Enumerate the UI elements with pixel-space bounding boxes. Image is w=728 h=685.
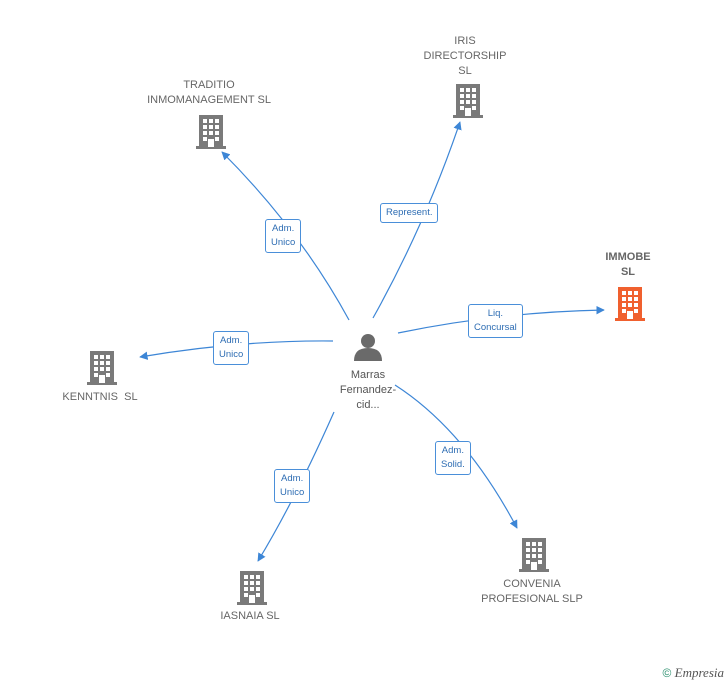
relation-label-line: Unico [280,487,305,498]
company-label-line: PROFESIONAL SLP [481,593,583,605]
relation-label-line: Adm. [220,335,243,346]
relation-label-line: Adm. [272,223,295,234]
company-label-traditio[interactable]: TRADITIO INMOMANAGEMENT SL [134,78,284,108]
relation-label-iris: Represent. [380,203,439,223]
person-icon[interactable] [354,334,382,361]
building-icon-kenntnis[interactable] [87,351,117,385]
building-icon-convenia[interactable] [519,538,549,572]
company-label-immobe[interactable]: IMMOBE SL [588,250,668,280]
company-label-line: IASNAIA SL [220,610,280,622]
relation-label-iasnaia: Adm. Unico [274,469,311,503]
building-icon-immobe[interactable] [615,287,645,321]
person-name-line: cid... [356,399,380,411]
relation-label-immobe: Liq. Concursal [468,304,523,338]
brand-logo-text: Empresia [674,665,724,680]
person-name-line: Marras [350,369,386,381]
relation-label-line: Adm. [281,473,304,484]
company-label-iris[interactable]: IRIS DIRECTORSHIP SL [405,34,525,79]
company-label-line: SL [458,65,472,77]
relation-label-line: Represent. [386,207,433,218]
company-label-kenntnis[interactable]: KENNTNIS SL [40,390,160,405]
relation-label-line: Unico [271,237,296,248]
relation-label-traditio: Adm. Unico [265,219,302,253]
relation-label-kenntnis: Adm. Unico [213,331,250,365]
company-label-line: DIRECTORSHIP [423,50,507,62]
building-icon-iasnaia[interactable] [237,571,267,605]
relation-label-line: Solid. [441,459,465,470]
company-label-line: IRIS [454,35,476,47]
company-label-line: TRADITIO [183,79,235,91]
relation-label-line: Liq. [487,308,504,319]
company-label-line: CONVENIA [503,578,561,590]
company-label-line: SL [620,266,636,278]
building-icon-traditio[interactable] [196,115,226,149]
company-label-iasnaia[interactable]: IASNAIA SL [200,609,300,624]
company-label-line: INMOMANAGEMENT SL [147,94,271,106]
company-label-convenia[interactable]: CONVENIA PROFESIONAL SLP [462,577,602,607]
relation-label-convenia: Adm. Solid. [435,441,471,475]
building-icon-iris[interactable] [453,84,483,118]
footer-brand[interactable]: © Empresia [662,665,724,681]
person-name-label[interactable]: Marras Fernandez- cid... [318,368,418,413]
company-label-line: IMMOBE [605,251,651,263]
relation-label-line: Unico [219,349,244,360]
relation-label-line: Adm. [441,445,464,456]
copyright-symbol: © [662,666,672,680]
relation-label-line: Concursal [474,322,517,333]
company-label-line: KENNTNIS SL [62,391,138,403]
person-name-line: Fernandez- [339,384,397,396]
